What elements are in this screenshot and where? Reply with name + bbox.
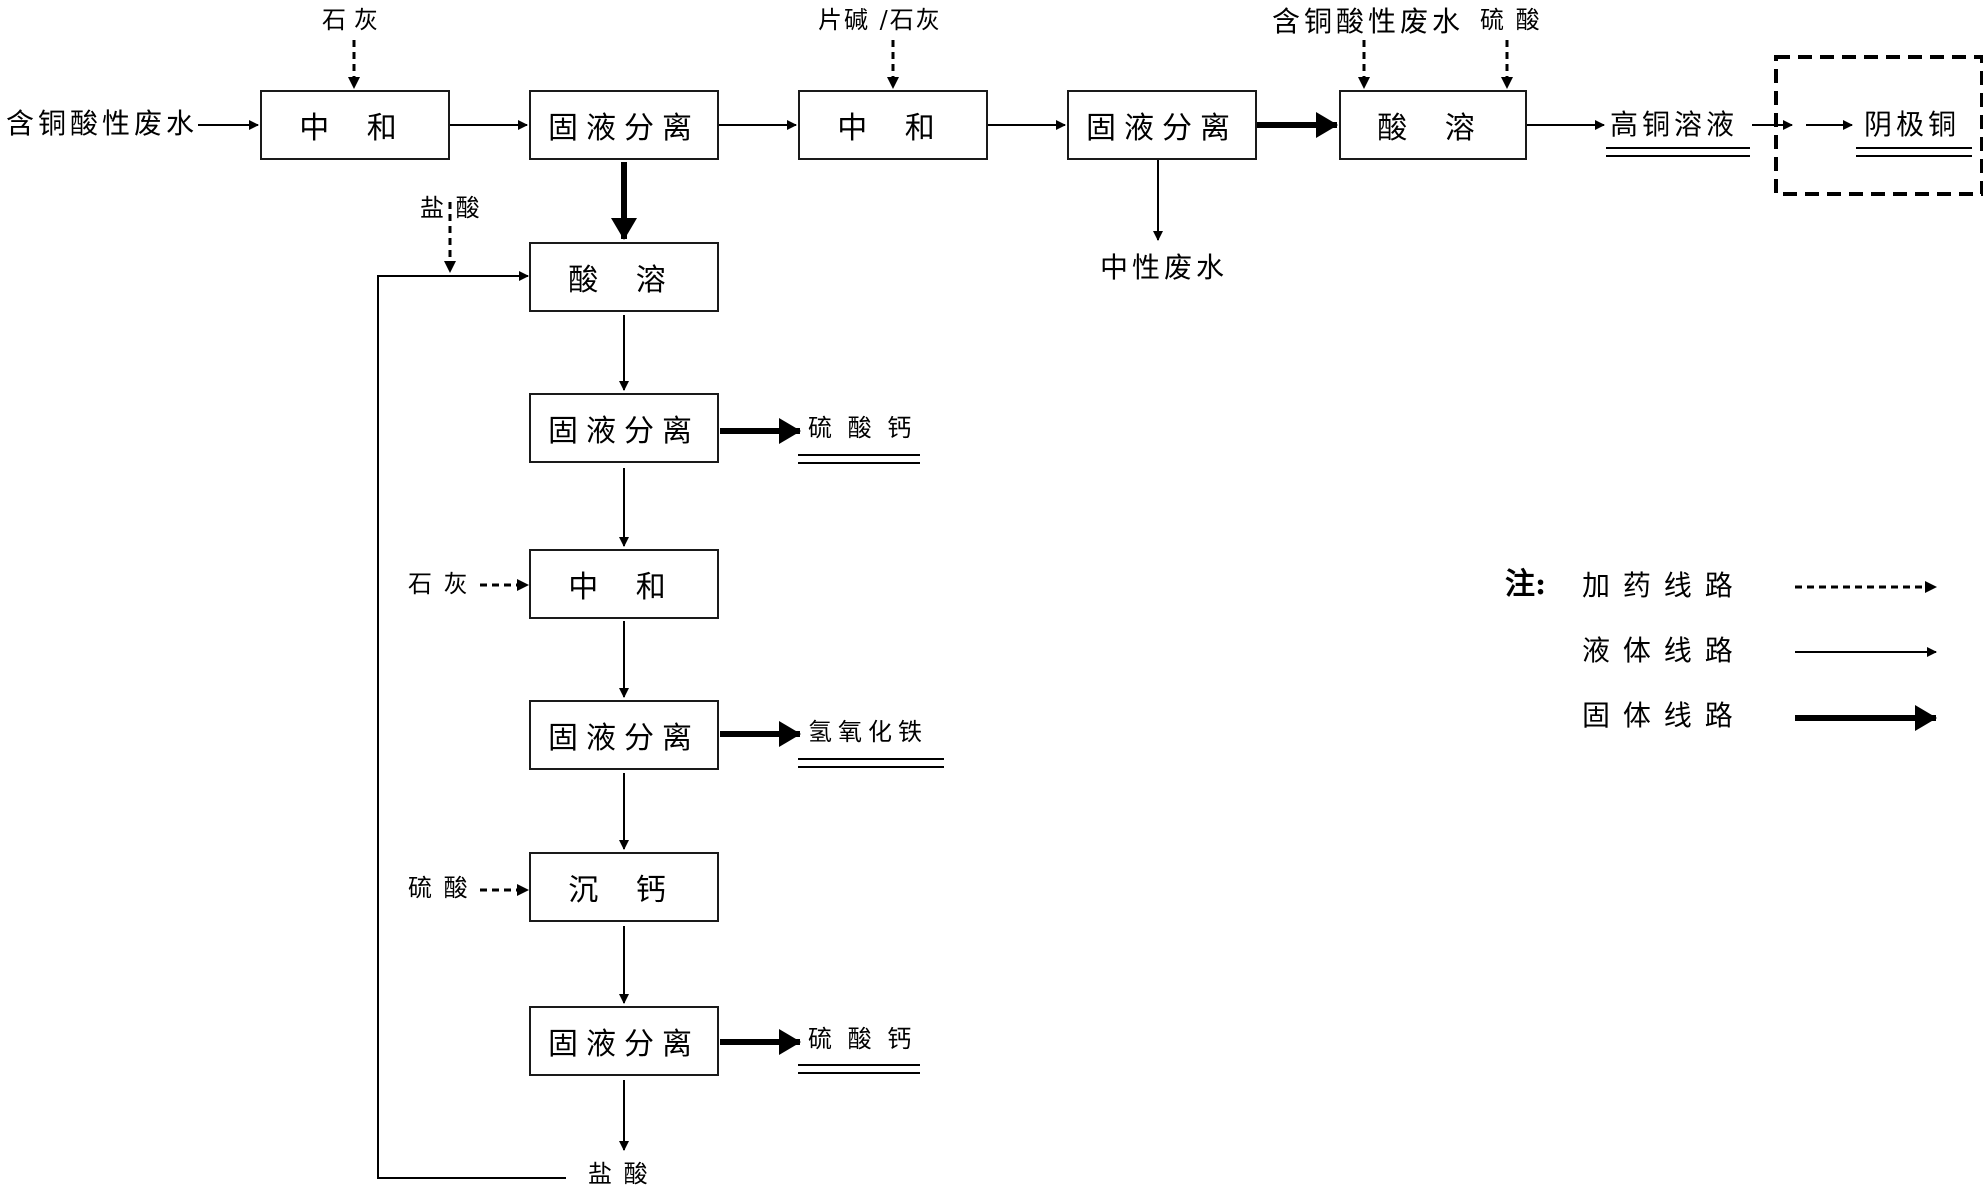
solid-liquid-separation-box-1: 固液分离: [529, 90, 719, 160]
iron-hydroxide-label: 氢氧化铁: [808, 718, 928, 746]
solid-liquid-separation-box-4: 固液分离: [529, 700, 719, 770]
calcium-sulfate-underline-1: [798, 454, 920, 464]
hydrochloric-acid-recycle-label: 盐 酸: [588, 1160, 650, 1188]
solid-liquid-separation-box-3: 固液分离: [529, 393, 719, 463]
cathode-copper-label: 阴极铜: [1864, 108, 1961, 141]
hydrochloric-acid-top-label: 盐 酸: [420, 194, 482, 222]
acid-dissolve-box-1: 酸 溶: [1339, 90, 1527, 160]
iron-hydroxide-underline: [798, 758, 944, 768]
lime-label-2: 石 灰: [408, 570, 470, 598]
feed-wastewater-top-label: 含铜酸性废水: [1272, 5, 1465, 38]
solid-liquid-separation-box-2: 固液分离: [1067, 90, 1257, 160]
calcium-precipitation-box: 沉 钙: [529, 852, 719, 922]
solid-liquid-separation-box-5: 固液分离: [529, 1006, 719, 1076]
calcium-sulfate-label-1: 硫 酸 钙: [808, 414, 916, 442]
neutralize-box-2: 中 和: [798, 90, 988, 160]
lime-label-1: 石灰: [322, 6, 386, 34]
acid-dissolve-box-2: 酸 溶: [529, 242, 719, 312]
high-copper-solution-label: 高铜溶液: [1610, 108, 1739, 141]
high-copper-solution-underline: [1606, 147, 1750, 157]
sulfuric-acid-top-label: 硫 酸: [1480, 6, 1542, 34]
neutralize-box-1: 中 和: [260, 90, 450, 160]
caustic-lime-label: 片碱 /石灰: [818, 6, 942, 34]
feed-wastewater-label: 含铜酸性废水: [6, 107, 199, 140]
legend-liquid-line-label: 液 体 线 路: [1582, 634, 1735, 667]
neutralize-box-3: 中 和: [529, 549, 719, 619]
neutral-wastewater-label: 中性废水: [1100, 251, 1229, 284]
legend-note-label: 注:: [1505, 567, 1547, 602]
cathode-copper-frame: [1774, 55, 1983, 196]
sulfuric-acid-label-2: 硫 酸: [408, 874, 470, 902]
cathode-copper-underline: [1856, 147, 1972, 157]
recycle-line: [377, 271, 566, 1179]
calcium-sulfate-underline-2: [798, 1064, 920, 1074]
legend-solid-line-label: 固 体 线 路: [1582, 699, 1735, 732]
legend-dosing-line-label: 加 药 线 路: [1582, 569, 1735, 602]
calcium-sulfate-label-2: 硫 酸 钙: [808, 1025, 916, 1053]
